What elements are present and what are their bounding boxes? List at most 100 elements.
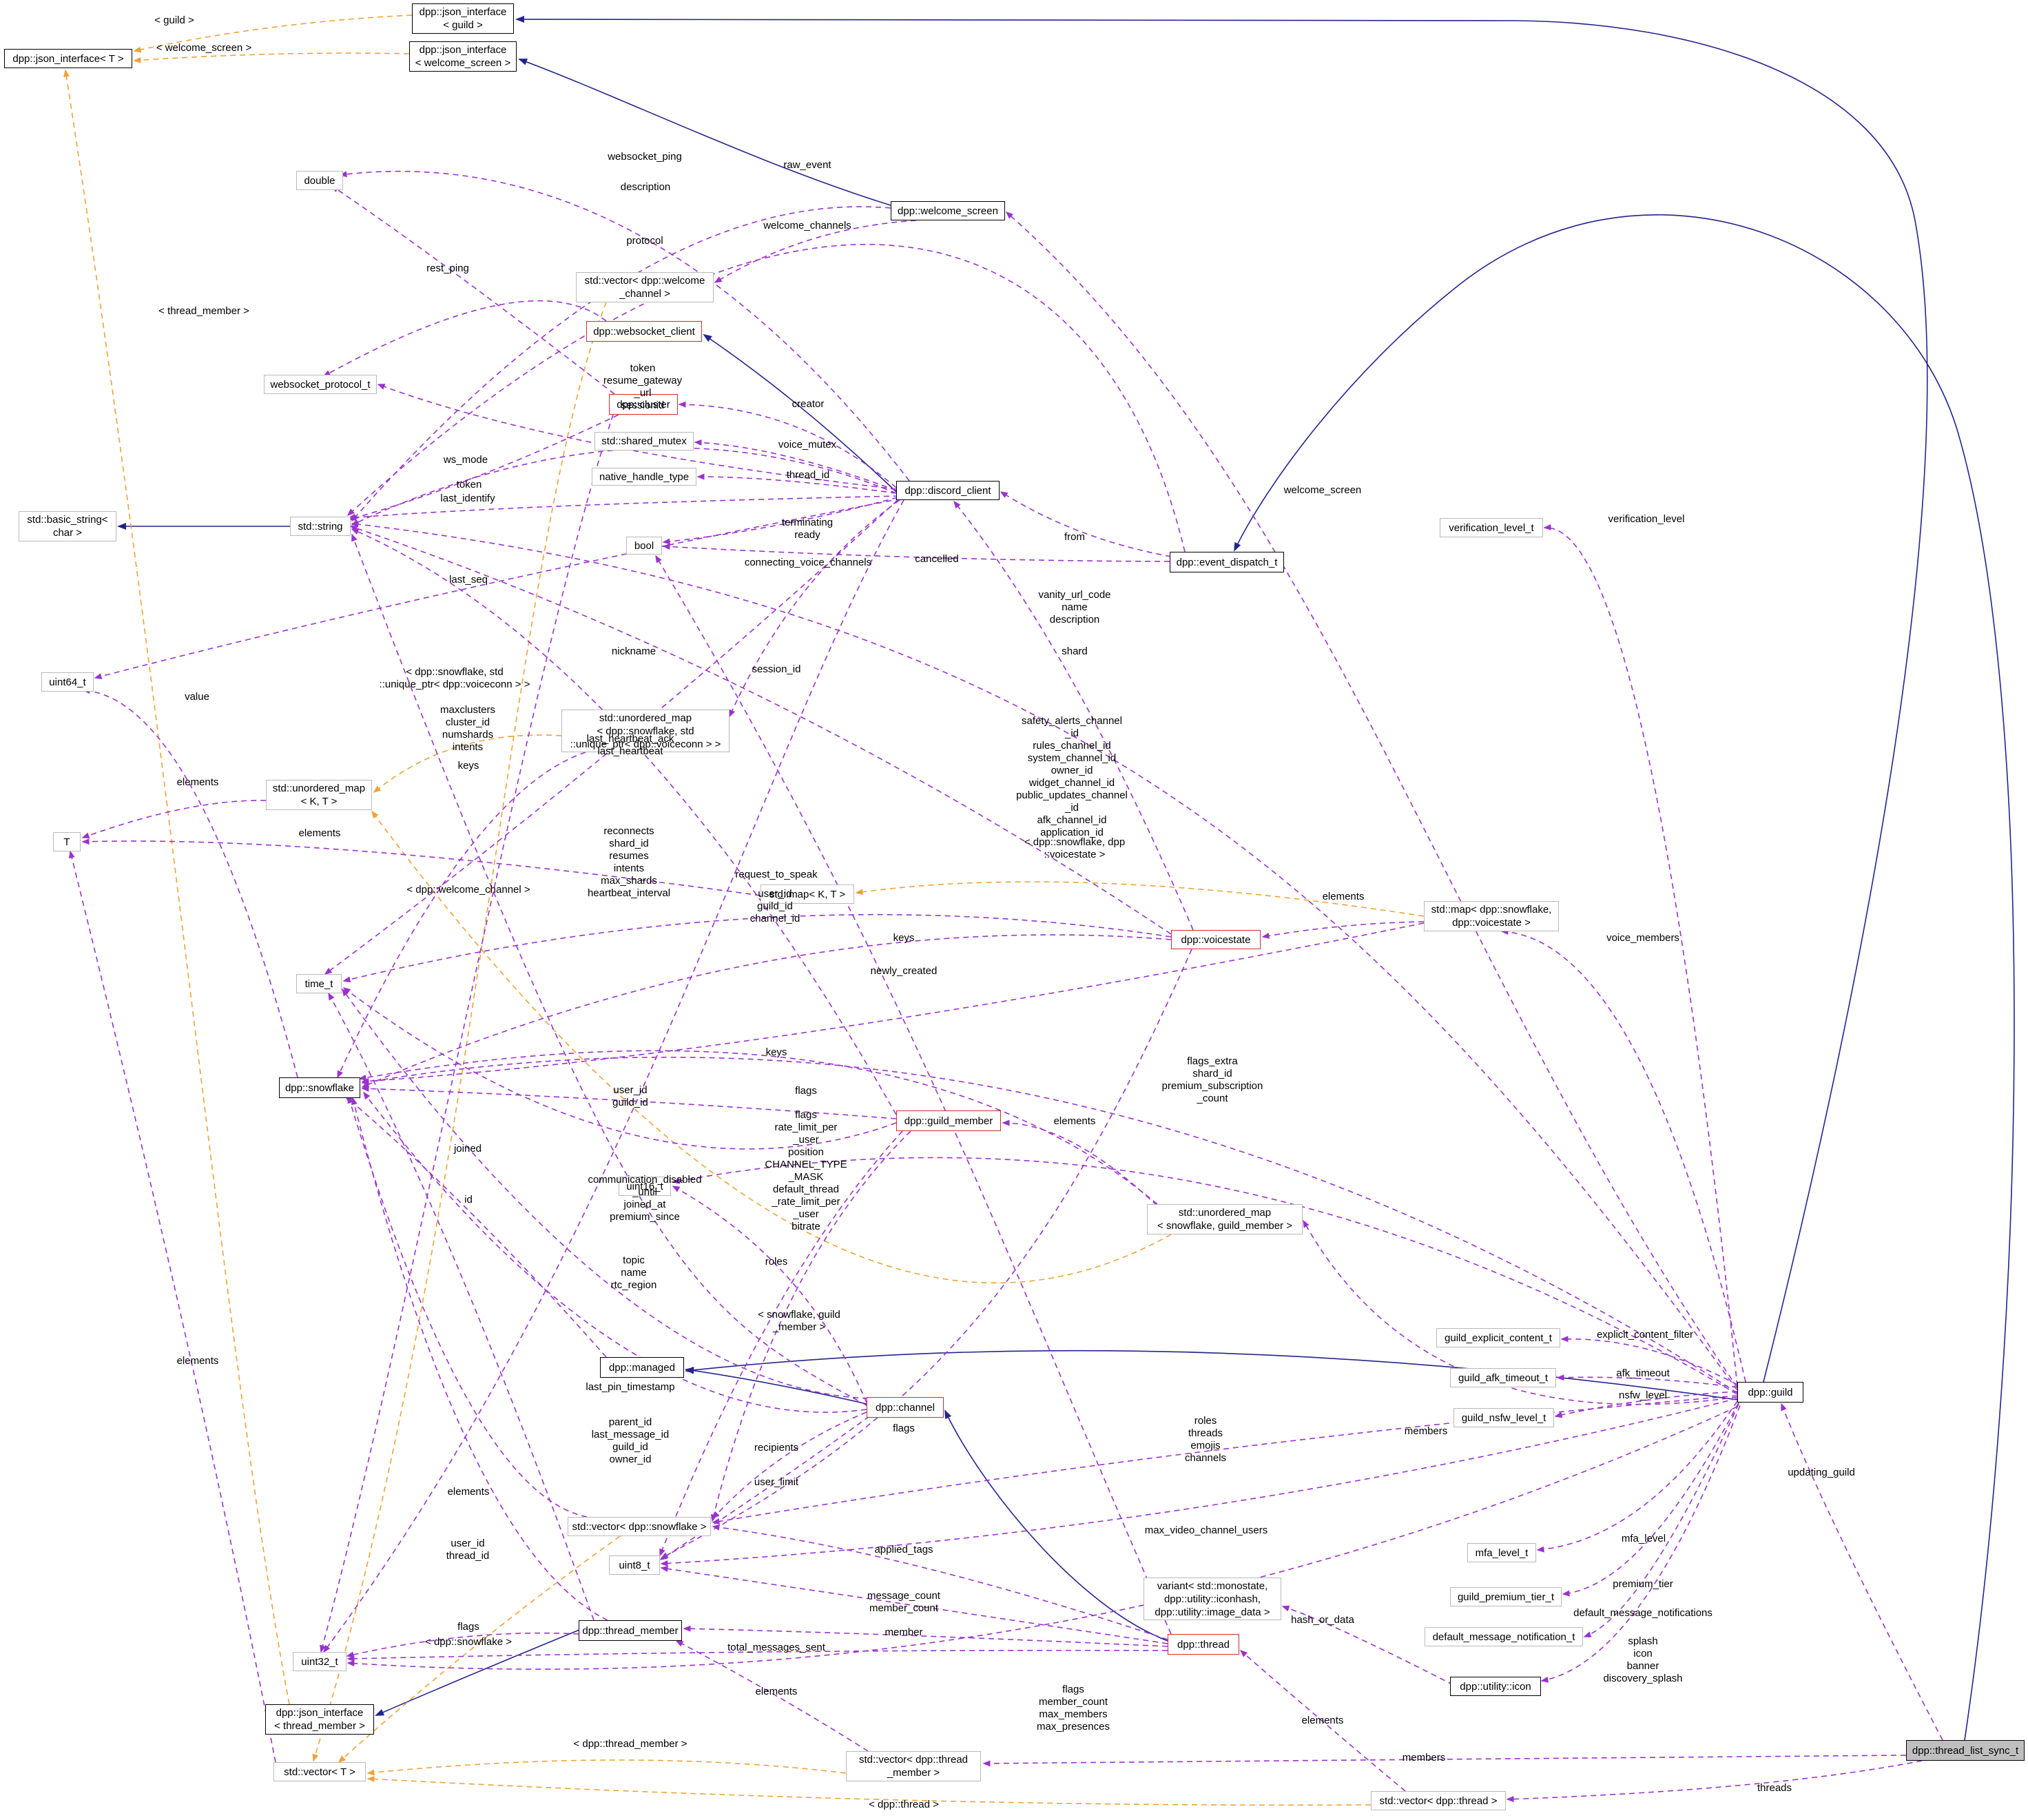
edge-label-23: nickname — [611, 645, 656, 657]
edge-usage-29 — [694, 439, 897, 491]
edge-usage-42 — [953, 500, 1194, 931]
edge-usage-40 — [349, 525, 1172, 935]
edge-label-16: terminating ready — [781, 517, 834, 541]
node-json-interface-t[interactable]: dpp::json_interface< T > — [4, 49, 132, 68]
edge-usage-81 — [1781, 1403, 1943, 1741]
edge-usage-80 — [1540, 1405, 1741, 1683]
node-event-dispatch-t[interactable]: dpp::event_dispatch_t — [1170, 552, 1284, 572]
node-welcome-screen[interactable]: dpp::welcome_screen — [891, 201, 1005, 220]
node-json-interface-guild[interactable]: dpp::json_interface < guild > — [412, 3, 514, 34]
node-native-handle-type: native_handle_type — [592, 468, 696, 486]
edge-label-17: cancelled — [915, 553, 959, 565]
edge-usage-88 — [347, 1095, 588, 1518]
edge-label-7: rest_ping — [426, 262, 469, 274]
node-mfa-level-t: mfa_level_t — [1467, 1543, 1536, 1562]
edge-label-43: newly_created — [870, 965, 938, 977]
edge-label-53: topic name rtc_region — [610, 1254, 657, 1291]
node-vector-snowflake: std::vector< dpp::snowflake > — [568, 1517, 711, 1536]
edge-template-11 — [63, 69, 290, 1705]
edge-label-15: last_identify — [440, 493, 495, 504]
edge-label-24: session_id — [752, 663, 801, 675]
edge-usage-79 — [1281, 1605, 1454, 1686]
node-utility-icon[interactable]: dpp::utility::icon — [1450, 1677, 1541, 1696]
edge-usage-94 — [1560, 1336, 1738, 1385]
edge-label-2: websocket_ping — [608, 151, 682, 163]
node-json-interface-thread-member[interactable]: dpp::json_interface < thread_member > — [265, 1704, 374, 1735]
edge-label-48: elements — [1053, 1115, 1096, 1127]
node-map-kt: std::map< K, T > — [760, 885, 854, 904]
edge-usage-65 — [710, 1130, 911, 1522]
edge-label-64: recipients — [754, 1442, 799, 1454]
node-guild-explicit-content-t: guild_explicit_content_t — [1436, 1328, 1560, 1347]
node-channel[interactable]: dpp::channel — [867, 1397, 944, 1418]
edge-template-12 — [312, 302, 607, 1762]
node-json-interface-welcome-screen[interactable]: dpp::json_interface < welcome_screen > — [409, 41, 517, 72]
edge-label-73: total_messages_sent — [727, 1642, 825, 1653]
edge-inherit-1 — [1234, 214, 2015, 1741]
node-basic-string-char: std::basic_string< char > — [19, 511, 116, 541]
node-guild[interactable]: dpp::guild — [1737, 1382, 1803, 1403]
edge-inherit-3 — [703, 333, 897, 493]
node-thread-member[interactable]: dpp::thread_member — [579, 1620, 682, 1641]
edge-template-15 — [371, 810, 1172, 1284]
edge-usage-23 — [714, 220, 917, 283]
edge-template-10 — [133, 52, 410, 63]
edge-usage-82 — [346, 1406, 1738, 1670]
edge-usage-52 — [323, 499, 904, 1653]
edge-label-28: maxclusters cluster_id numshards intents — [439, 704, 496, 753]
edge-label-6: protocol — [626, 235, 663, 247]
edge-label-85: members — [1402, 1752, 1446, 1764]
edge-template-17 — [366, 1759, 847, 1776]
node-uint64-t: uint64_t — [41, 672, 94, 692]
edge-label-32: elements — [298, 827, 341, 839]
edge-usage-25 — [351, 447, 897, 526]
edge-usage-38 — [1543, 524, 1738, 1387]
edge-label-35: < dpp::welcome_channel > — [406, 884, 530, 896]
edge-usage-26 — [377, 384, 897, 490]
edge-label-70: message_count member_count — [867, 1590, 940, 1614]
node-bool: bool — [626, 537, 662, 555]
node-unordered-map-snowflake-guild-member: std::unordered_map < snowflake, guild_me… — [1147, 1204, 1303, 1234]
node-thread[interactable]: dpp::thread — [1168, 1634, 1239, 1655]
edge-usage-55 — [655, 555, 1172, 1635]
edge-usage-64 — [351, 533, 867, 1406]
node-discord-client[interactable]: dpp::discord_client — [896, 481, 1000, 500]
node-managed[interactable]: dpp::managed — [600, 1357, 684, 1378]
edge-label-30: keys — [457, 760, 479, 772]
edge-label-71: premium_tier — [1613, 1578, 1673, 1590]
node-guild-member[interactable]: dpp::guild_member — [896, 1110, 1001, 1131]
node-voicestate[interactable]: dpp::voicestate — [1171, 930, 1261, 949]
node-guild-nsfw-level-t: guild_nsfw_level_t — [1453, 1408, 1554, 1427]
edge-label-55: < snowflake, guild _member > — [758, 1309, 840, 1333]
node-snowflake[interactable]: dpp::snowflake — [279, 1077, 360, 1098]
node-vector-welcome-channel: std::vector< dpp::welcome _channel > — [576, 272, 714, 302]
edge-inherit-5 — [944, 1409, 1168, 1642]
edge-label-13: ws_mode — [443, 454, 488, 466]
node-time-t: time_t — [296, 974, 342, 993]
edge-usage-93 — [1261, 921, 1425, 939]
edge-label-8: < thread_member > — [158, 305, 249, 317]
edge-label-56: elements — [176, 1355, 219, 1367]
node-uint16-t: uint16_t — [619, 1177, 671, 1196]
edge-template-9 — [133, 14, 413, 53]
edge-usage-48 — [320, 414, 614, 1653]
node-t-box: T — [53, 832, 81, 851]
node-guild-afk-timeout-t: guild_afk_timeout_t — [1450, 1368, 1556, 1387]
edge-inherit-6 — [685, 1350, 1738, 1400]
edge-usage-83 — [1239, 1650, 1406, 1792]
edge-usage-59 — [1002, 1119, 1172, 1220]
node-cluster[interactable]: dpp::cluster — [609, 394, 678, 415]
edge-usage-43 — [361, 1056, 1738, 1394]
edge-label-41: voice_members — [1606, 932, 1679, 944]
edge-label-12: thread_id — [786, 469, 830, 481]
edge-inherit-7 — [375, 1629, 580, 1716]
node-shared-mutex: std::shared_mutex — [594, 432, 694, 451]
node-websocket-client[interactable]: dpp::websocket_client — [586, 321, 702, 342]
edge-usage-47 — [82, 687, 298, 1078]
node-unordered-map-voiceconn: std::unordered_map < dpp::snowflake, std… — [561, 710, 730, 752]
edge-label-65: flags — [893, 1423, 915, 1434]
node-guild-premium-tier-t: guild_premium_tier_t — [1450, 1587, 1562, 1606]
edge-label-25: vanity_url_code name description — [1038, 589, 1111, 625]
edge-label-78: flags member_count max_members max_prese… — [1037, 1684, 1110, 1733]
edge-usage-60 — [328, 992, 594, 1621]
